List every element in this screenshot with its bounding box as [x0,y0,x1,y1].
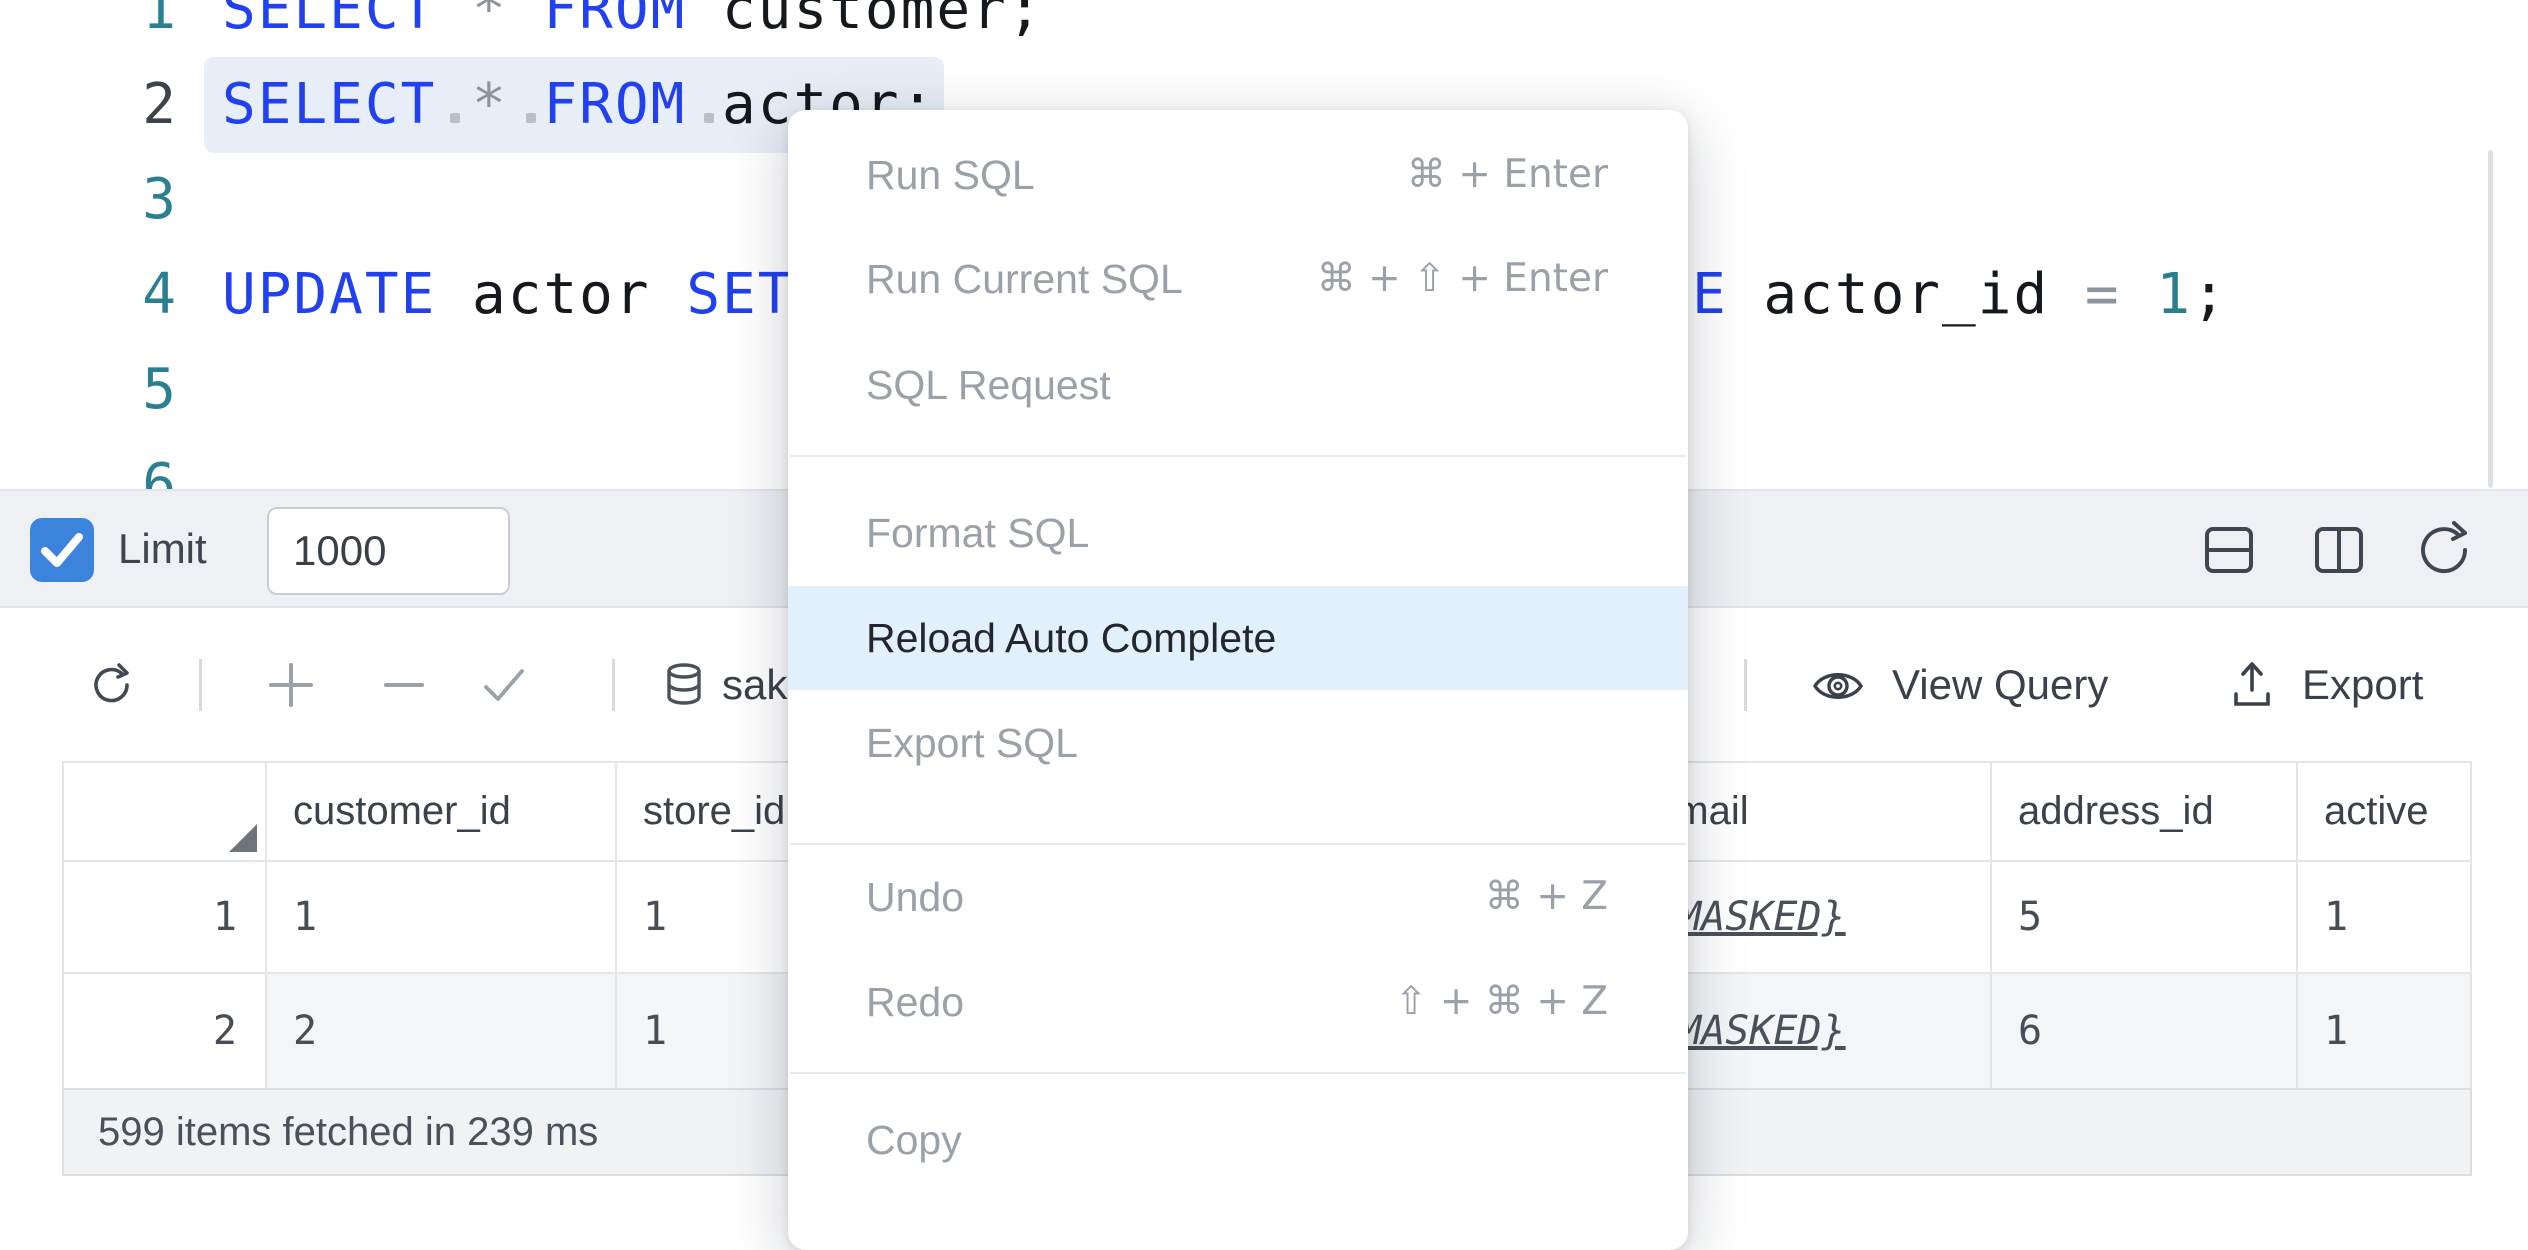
grid-header-address_id[interactable]: address_id [1990,761,2298,862]
limit-checkbox[interactable] [30,518,94,582]
whitespace-dot [450,113,460,123]
grid-header-active[interactable]: active [2296,761,2472,862]
connection-label[interactable]: sak [722,661,788,708]
menu-item-shortcut: ⌘ + ⇧ + Enter [1316,256,1608,301]
check-icon [41,533,83,567]
menu-separator [790,1072,1686,1074]
split-vertical-icon[interactable] [2306,517,2372,583]
menu-item-redo[interactable]: Redo ⇧ + ⌘ + Z [788,950,1688,1054]
menu-item-label: Redo [866,979,965,1025]
remove-row-icon[interactable] [380,661,428,709]
refresh-results-icon[interactable] [88,661,136,709]
menu-item-label: Run Current SQL [866,256,1183,302]
menu-item-label: Reload Auto Complete [866,615,1277,661]
menu-item-export-sql[interactable]: Export SQL [788,691,1688,795]
export-icon [2228,660,2276,708]
commit-check-icon[interactable] [480,661,528,709]
code-line-1[interactable]: SELECT * FROM customer; [222,0,1044,42]
line-number: 5 [142,357,178,422]
database-icon [660,661,708,709]
line-number: 1 [142,0,178,42]
grid-cell[interactable]: 1 [2296,860,2472,974]
menu-item-run-sql[interactable]: Run SQL ⌘ + Enter [788,123,1688,227]
grid-corner-header[interactable] [62,761,267,862]
line-number: 4 [142,262,178,327]
menu-separator [790,843,1686,845]
export-button[interactable]: Export [2302,661,2424,708]
toolbar-separator [612,659,615,711]
menu-item-run-current-sql[interactable]: Run Current SQL ⌘ + ⇧ + Enter [788,227,1688,331]
grid-cell[interactable]: 2 [265,972,617,1090]
code-line-4[interactable]: UPDATE actor SET [222,262,794,327]
menu-item-sql-request[interactable]: SQL Request [788,333,1688,437]
menu-item-format-sql[interactable]: Format SQL [788,481,1688,585]
select-all-corner-icon[interactable] [229,824,257,852]
split-horizontal-icon[interactable] [2196,517,2262,583]
menu-item-label: SQL Request [866,362,1111,408]
menu-item-label: Undo [866,874,965,920]
menu-item-copy[interactable]: Copy [788,1088,1688,1192]
menu-item-shortcut: ⌘ + Z [1484,874,1608,919]
grid-cell[interactable]: 6 [1990,972,2298,1090]
menu-item-label: Run SQL [866,152,1035,198]
toolbar-separator [199,659,202,711]
menu-item-label: Copy [866,1117,962,1163]
whitespace-dot [526,113,536,123]
code-line-4-tail[interactable]: E actor_id = 1; [1692,262,2228,327]
menu-item-undo[interactable]: Undo ⌘ + Z [788,845,1688,949]
line-number: 3 [142,167,178,232]
add-row-icon[interactable] [267,661,315,709]
view-query-button[interactable]: View Query [1892,661,2109,708]
editor-scrollbar[interactable] [2488,150,2493,488]
menu-item-shortcut: ⌘ + Enter [1406,152,1608,197]
code-line-2[interactable]: SELECT * FROM actor; [222,72,937,137]
eye-icon [1812,664,1863,712]
menu-item-label: Export SQL [866,720,1078,766]
grid-cell[interactable]: 1 [2296,972,2472,1090]
grid-cell[interactable]: 5 [1990,860,2298,974]
line-number: 2 [142,72,178,137]
row-number-cell[interactable]: 2 [62,972,267,1090]
refresh-icon[interactable] [2412,517,2478,583]
line-number: 6 [142,452,178,489]
menu-separator [790,455,1686,457]
limit-label: Limit [118,525,207,572]
grid-header-customer_id[interactable]: customer_id [265,761,617,862]
whitespace-dot [704,113,714,123]
menu-item-label: Format SQL [866,510,1090,556]
row-number-cell[interactable]: 1 [62,860,267,974]
menu-item-reload-auto-complete[interactable]: Reload Auto Complete [788,586,1688,690]
grid-cell[interactable]: 1 [265,860,617,974]
menu-item-shortcut: ⇧ + ⌘ + Z [1394,979,1608,1024]
toolbar-separator [1744,659,1747,711]
limit-input[interactable] [267,507,510,595]
